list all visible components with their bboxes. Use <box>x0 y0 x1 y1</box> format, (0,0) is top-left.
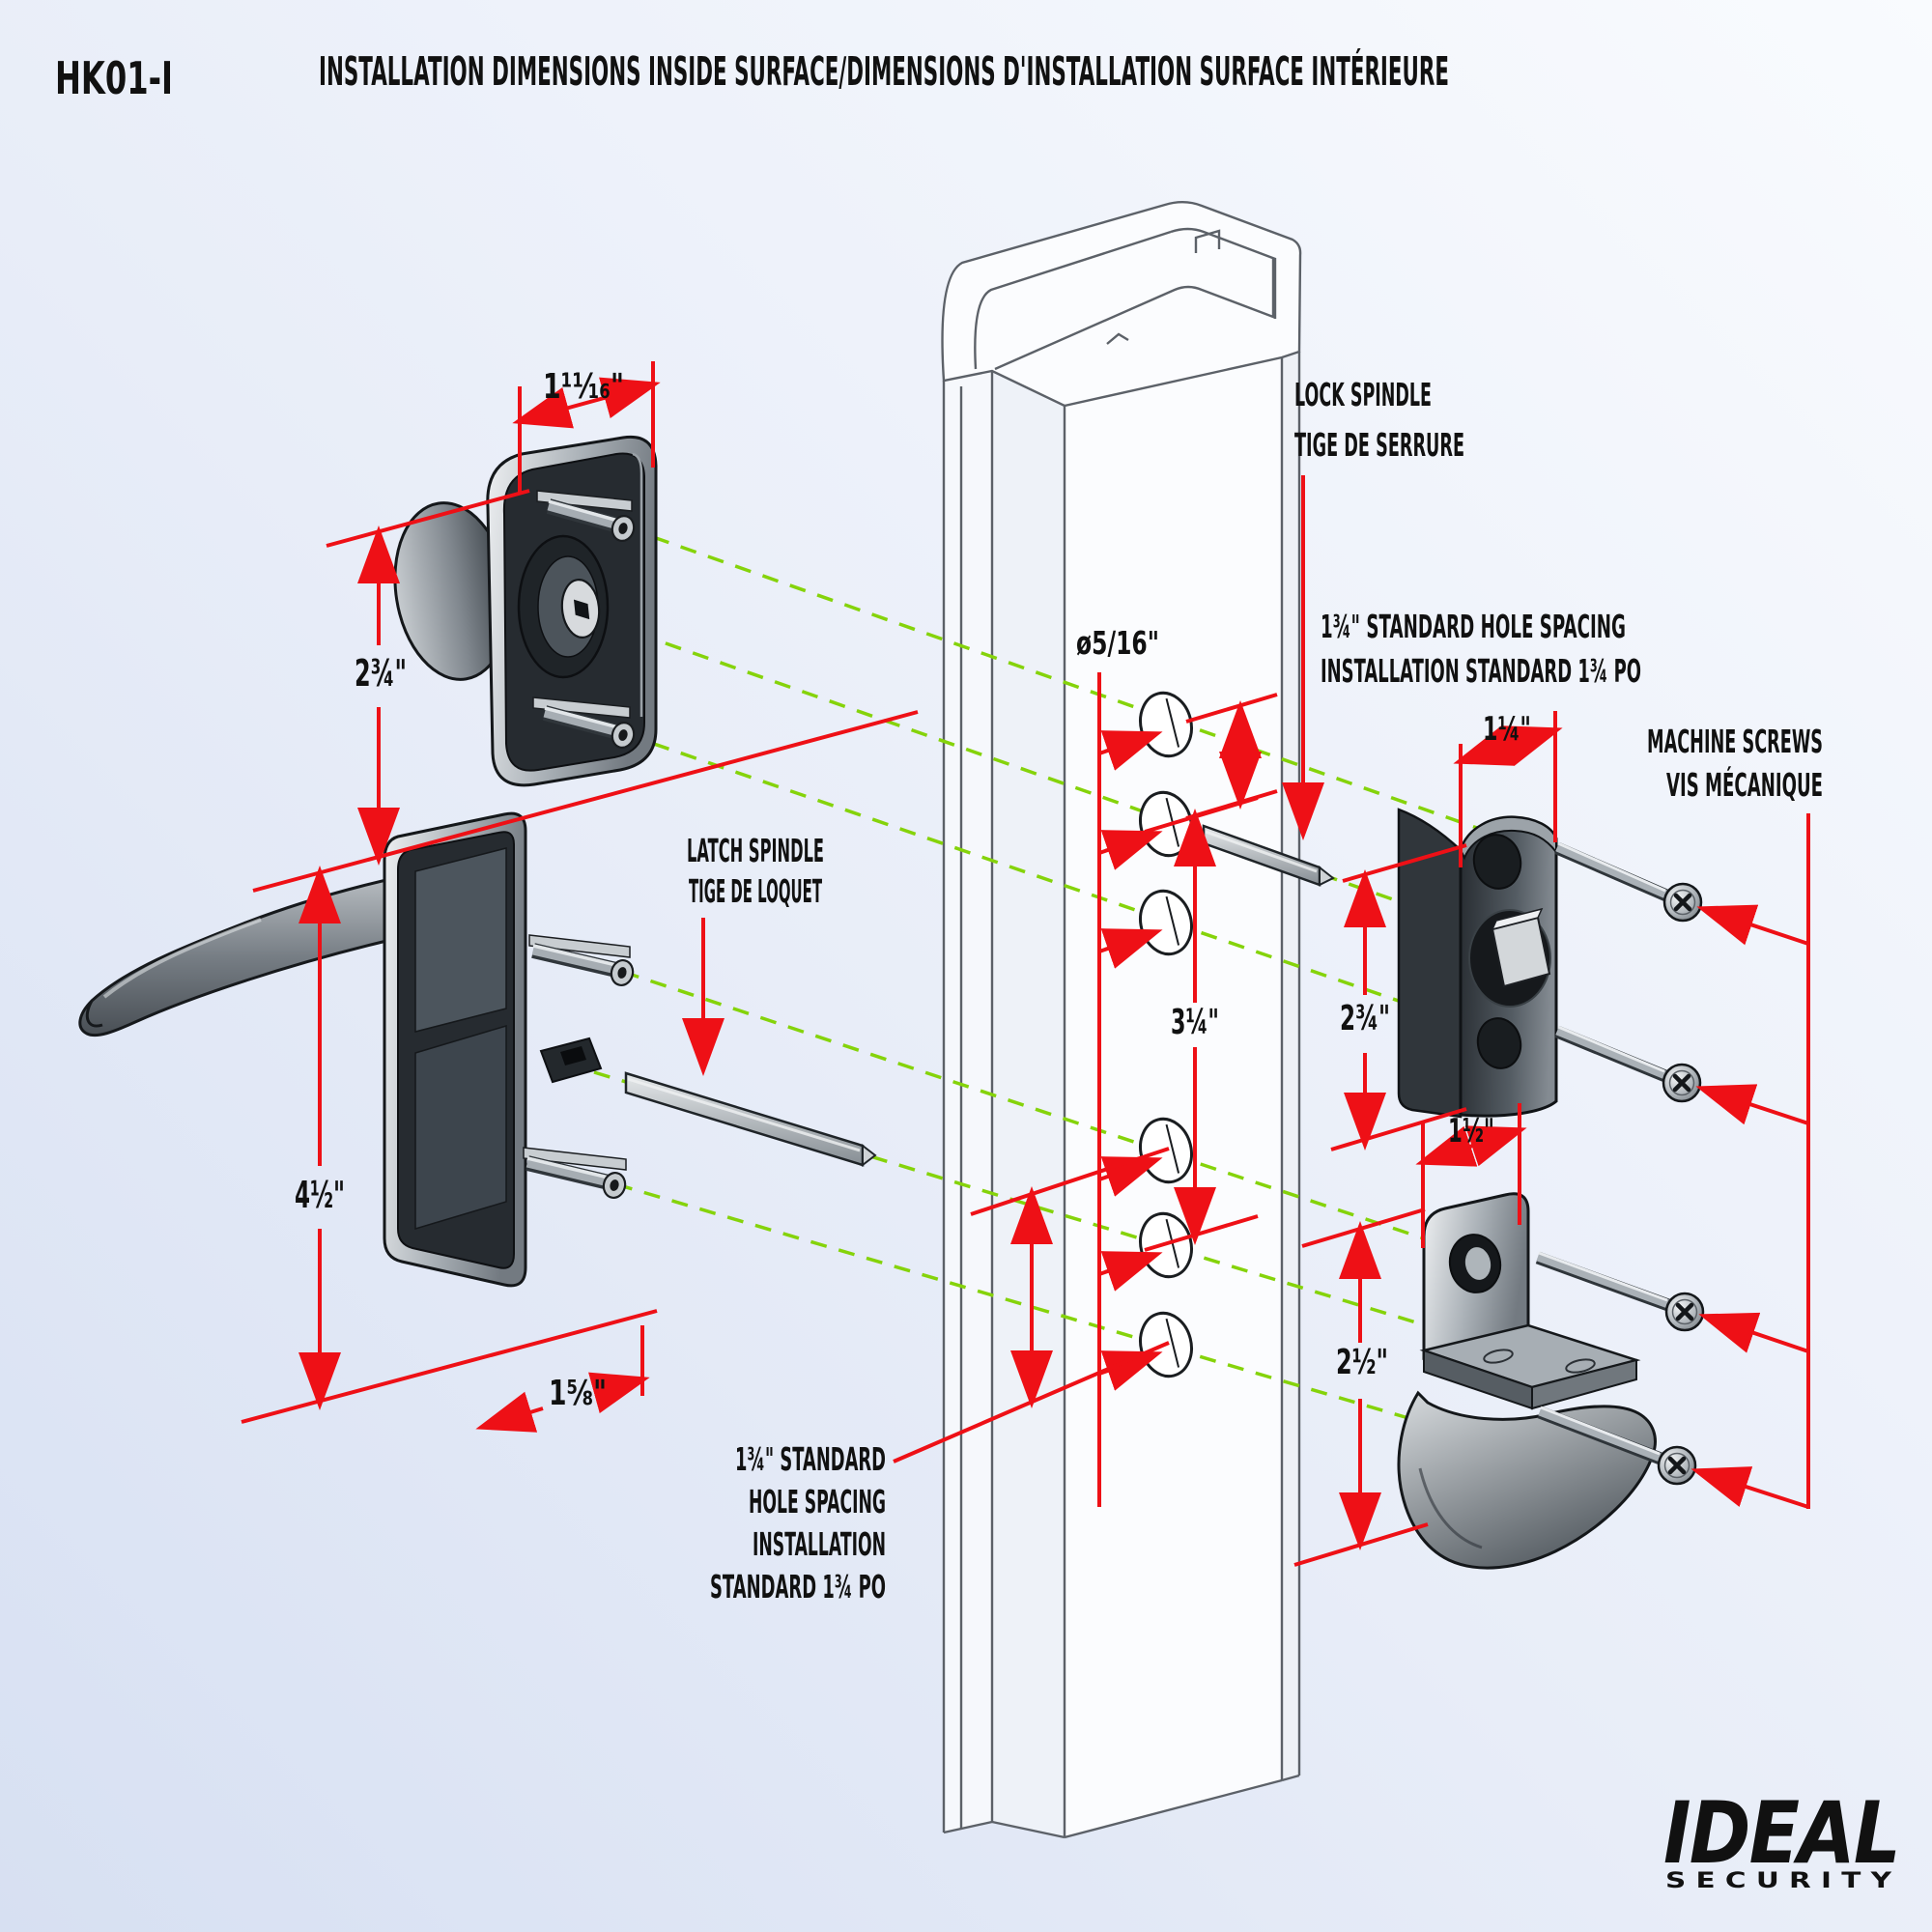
knob-spindle-socket <box>560 578 601 639</box>
knob-pin-bracket-top <box>536 490 633 512</box>
latch-spindle-rod <box>624 1071 877 1168</box>
label-latch-spindle-fr: TIGE DE LOQUET <box>689 872 822 910</box>
outside-knob-assembly <box>393 435 658 787</box>
logo-brand-text: IDEAL <box>1663 1783 1899 1883</box>
guide-line-knob-pin-bottom <box>625 732 1500 1037</box>
logo-sub-text: S E C U R I T Y <box>1665 1869 1892 1893</box>
latch-assembly <box>1397 1192 1705 1570</box>
brand-logo: IDEAL S E C U R I T Y <box>1663 1783 1901 1893</box>
handle-spindle-socket <box>539 1037 603 1084</box>
handle-pin-bracket-bottom <box>523 1147 627 1171</box>
dim-knob-width: 1¹¹⁄₁₆" <box>543 367 624 407</box>
dim-hole-diameter: ø5/16" <box>1076 624 1159 662</box>
lock-body-hole-bottom <box>1476 1017 1522 1069</box>
dim-latch-height: 2½" <box>1336 1343 1388 1382</box>
door-frame-extrusion <box>941 201 1302 1839</box>
product-code: HK01-I <box>55 52 173 104</box>
dim-handle-height: 4½" <box>295 1174 345 1216</box>
label-lock-spindle-fr: TIGE DE SERRURE <box>1294 426 1464 464</box>
dim-group-spacing: 3¼" <box>1171 1003 1219 1042</box>
label-hole-spacing-top-fr: INSTALLATION STANDARD 1¾ PO <box>1321 652 1641 690</box>
knob-pin-bracket-bottom <box>532 696 631 719</box>
handle-panel-lower <box>414 1024 507 1231</box>
dim-lock-width: 1¼" <box>1483 710 1531 749</box>
lock-body-assembly <box>1397 808 1703 1119</box>
label-hole-spacing-bottom-l1: 1¾" STANDARD <box>735 1440 886 1478</box>
lock-body-hole-top <box>1472 834 1522 890</box>
label-hole-spacing-bottom-l2: HOLE SPACING <box>749 1483 886 1520</box>
label-lock-spindle-en: LOCK SPINDLE <box>1294 376 1432 413</box>
dim-lock-height: 2¾" <box>1340 999 1390 1038</box>
machine-screw-4 <box>1537 1406 1697 1486</box>
dim-knob-height: 2¾" <box>355 652 407 695</box>
dim-latch-width: 1½" <box>1448 1112 1494 1151</box>
lock-body-side <box>1397 808 1463 1119</box>
dimension-linework <box>241 361 1810 1567</box>
machine-screw-2 <box>1554 1025 1702 1103</box>
handle-panel-upper <box>414 847 507 1033</box>
page-title: INSTALLATION DIMENSIONS INSIDE SURFACE/D… <box>319 48 1449 95</box>
machine-screw-3 <box>1535 1251 1705 1332</box>
label-hole-spacing-bottom-l4: STANDARD 1¾ PO <box>710 1568 886 1605</box>
label-hole-spacing-top-en: 1¾" STANDARD HOLE SPACING <box>1321 608 1626 645</box>
guide-line-knob-pin-top <box>625 526 1492 835</box>
text-layer: HK01-I INSTALLATION DIMENSIONS INSIDE SU… <box>55 48 1823 1605</box>
handle-pin-bracket-top <box>528 934 631 958</box>
lock-body-spigot <box>1491 907 1551 988</box>
machine-screw-1 <box>1554 841 1703 923</box>
label-hole-spacing-bottom-l3: INSTALLATION <box>753 1525 886 1563</box>
label-machine-screws-fr: VIS MÉCANIQUE <box>1666 765 1823 804</box>
inside-handle-assembly <box>78 811 635 1288</box>
label-machine-screws-en: MACHINE SCREWS <box>1647 723 1823 760</box>
latch-base-side <box>1531 1358 1637 1410</box>
guide-line-handle-pin-top <box>622 970 1477 1258</box>
dim-handle-width: 1⅝" <box>549 1374 607 1413</box>
label-latch-spindle-en: LATCH SPINDLE <box>687 832 824 869</box>
